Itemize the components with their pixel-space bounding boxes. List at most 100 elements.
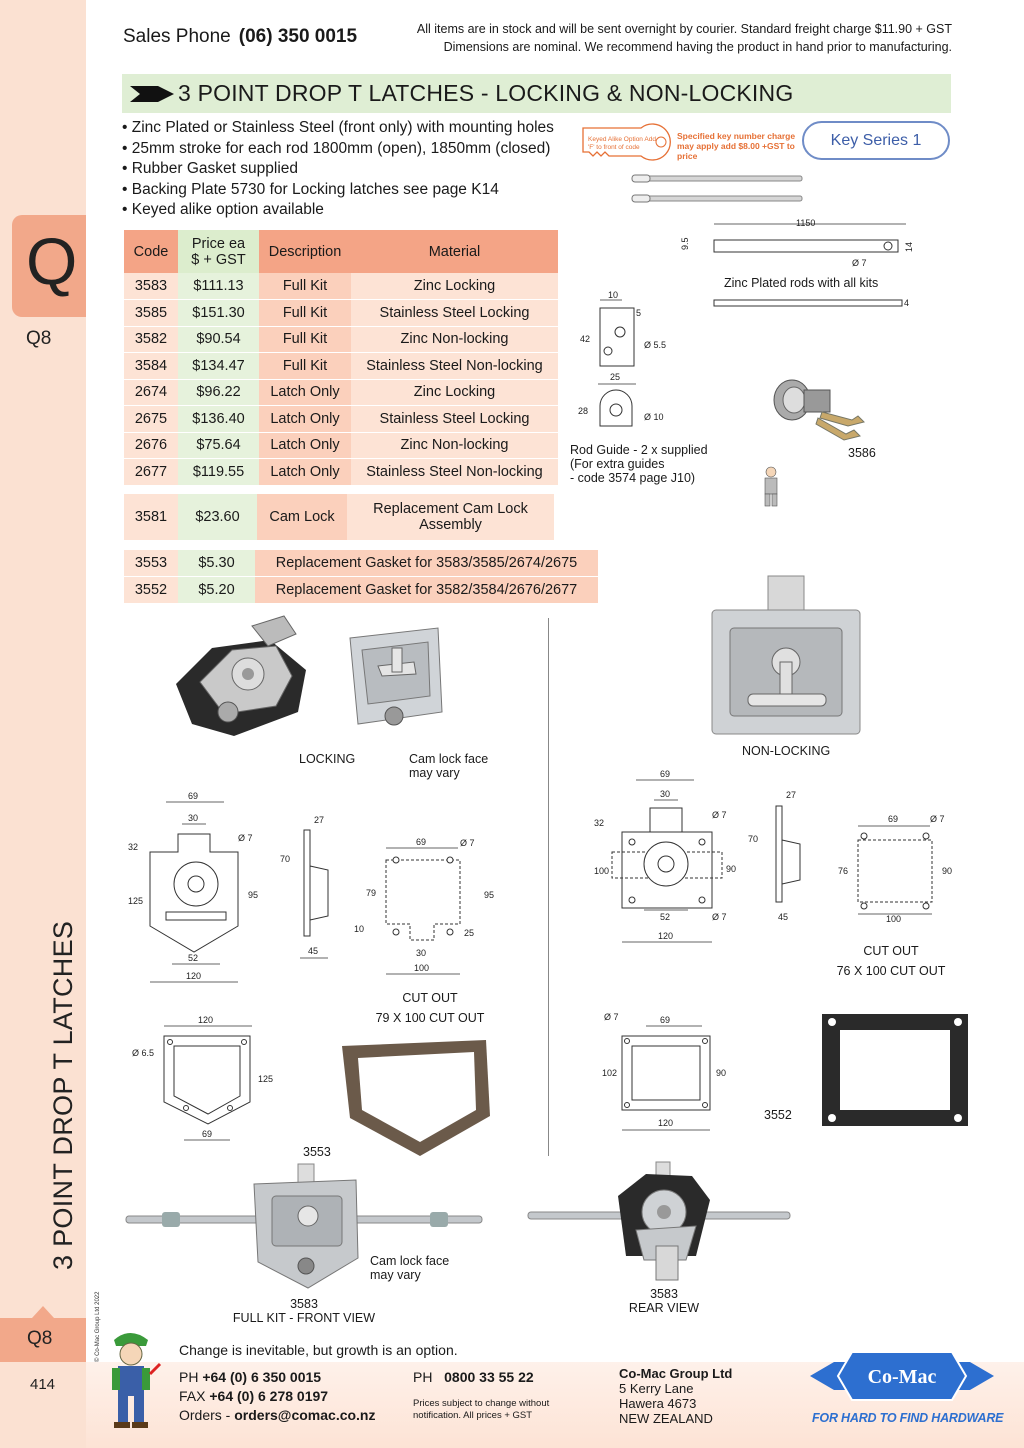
table-header-row: Code Price ea$ + GST Description Materia…	[124, 230, 558, 273]
sales-phone: Sales Phone (06) 350 0015	[123, 26, 357, 48]
footer-address: Co-Mac Group Ltd 5 Kerry Lane Hawera 467…	[619, 1366, 732, 1426]
cell-code: 3581	[124, 494, 178, 540]
rod-guide-caption-line2: (For extra guides	[570, 457, 665, 471]
cell-description: Replacement Gasket for 3582/3584/2676/26…	[255, 576, 598, 604]
dim-30: 30	[188, 813, 198, 823]
nl-cut-76: 76	[838, 866, 848, 876]
full-kit-rear-label: REAR VIEW	[628, 1301, 700, 1315]
cell-description: Latch Only	[259, 405, 351, 433]
cell-material: Stainless Steel Locking	[351, 405, 558, 433]
cell-material-line1: Replacement Cam Lock	[373, 501, 528, 517]
gasket-3553-h125: 125	[258, 1074, 273, 1084]
gasket-3552-drawing: Ø 7 69 102 90 120	[602, 1012, 726, 1131]
nl-dim-70: 70	[748, 834, 758, 844]
cell-code: 3585	[124, 299, 178, 327]
cam-face-note-2: Cam lock face may vary	[370, 1254, 449, 1282]
dim-45: 45	[308, 946, 318, 956]
nl-cut-out-title: CUT OUT	[863, 944, 919, 958]
gasket-3552-w120: 120	[658, 1118, 673, 1128]
nl-cut-100: 100	[886, 914, 901, 924]
footer-tagline: Change is inevitable, but growth is an o…	[179, 1342, 458, 1358]
nl-dim-30: 30	[660, 789, 670, 799]
non-locking-latch-drawing: 69 30 Ø 7 32 100 70 90 52 Ø 7 120 27 45 …	[594, 769, 952, 943]
rod-hole: Ø 7	[852, 258, 867, 268]
shipping-notice: All items are in stock and will be sent …	[417, 20, 952, 56]
nl-dim-120: 120	[658, 931, 673, 941]
guide-right-dim: 5	[636, 308, 641, 318]
section-code: Q8	[26, 328, 52, 349]
full-kit-rear-photo	[527, 1161, 791, 1281]
footer-fax: +64 (0) 6 278 0197	[209, 1388, 329, 1404]
footer-fax-line: FAX +64 (0) 6 278 0197	[179, 1387, 376, 1406]
dim-120: 120	[186, 971, 201, 981]
cam-face-note-line2: may vary	[409, 766, 460, 780]
nl-cut-90: 90	[942, 866, 952, 876]
rod-thickness: 4	[904, 298, 909, 308]
cell-material: Zinc Non-locking	[351, 326, 558, 353]
key-series-button[interactable]: Key Series 1	[802, 121, 950, 160]
cell-material-line2: Assembly	[419, 517, 482, 533]
footer-phone-line: PH +64 (0) 6 350 0015	[179, 1368, 376, 1387]
cell-price: $96.22	[178, 379, 259, 406]
full-kit-front-code: 3583	[290, 1297, 318, 1311]
cut-25: 25	[464, 928, 474, 938]
cut-hole: Ø 7	[460, 838, 475, 848]
sales-label: Sales Phone	[123, 26, 231, 47]
footer-orders-email[interactable]: orders@comac.co.nz	[234, 1407, 376, 1423]
cell-material: Zinc Locking	[351, 273, 558, 300]
cell-price: $5.30	[178, 550, 255, 577]
cell-code: 2677	[124, 458, 178, 486]
header-price: Price ea$ + GST	[178, 230, 259, 273]
cell-material: Zinc Non-locking	[351, 432, 558, 459]
price-table: Code Price ea$ + GST Description Materia…	[124, 230, 558, 486]
header-material: Material	[351, 230, 558, 273]
footer-prices-note-line2: notification. All prices + GST	[413, 1410, 533, 1421]
gasket-3553-code: 3553	[303, 1145, 331, 1159]
dim-hole: Ø 7	[238, 833, 253, 843]
header-price-line2: $ + GST	[191, 251, 246, 268]
footer-fax-label: FAX	[179, 1388, 206, 1404]
nl-dim-100: 100	[594, 866, 609, 876]
nl-cut-out-label: CUT OUT 76 X 100 CUT OUT	[830, 941, 952, 981]
sales-number: (06) 350 0015	[238, 26, 358, 47]
rod-guide-caption-line1: Rod Guide - 2 x supplied	[570, 443, 708, 457]
footer-orders-label: Orders -	[179, 1407, 231, 1423]
keyed-alike-text: Keyed Alike Option Add 'F' to front of c…	[588, 136, 656, 151]
header-description: Description	[259, 230, 351, 273]
nl-dim-hole2: Ø 7	[712, 912, 727, 922]
footer-phone: +64 (0) 6 350 0015	[202, 1369, 322, 1385]
dim-69: 69	[188, 791, 198, 801]
cam-face-note-2-line2: may vary	[370, 1268, 421, 1282]
footer-ph2-label: PH	[413, 1369, 433, 1385]
bottom-tab: Q8	[0, 1306, 86, 1362]
full-kit-front-photo	[125, 1163, 483, 1289]
nl-dim-hole: Ø 7	[712, 810, 727, 820]
footer-orders-line: Orders - orders@comac.co.nz	[179, 1406, 376, 1425]
footer-prices-note: Prices subject to change without notific…	[413, 1398, 549, 1422]
vertical-divider	[548, 618, 549, 1156]
cut-69: 69	[416, 837, 426, 847]
full-kit-rear-code: 3583	[650, 1287, 678, 1301]
cell-price: $111.13	[178, 273, 259, 300]
header-price-line1: Price ea	[191, 235, 246, 252]
section-title: 3 POINT DROP T LATCHES - LOCKING & NON-L…	[178, 80, 794, 106]
gasket-3552-h102: 102	[602, 1068, 617, 1078]
feature-item: Zinc Plated or Stainless Steel (front on…	[122, 118, 554, 139]
table-row: 3581 $23.60 Cam Lock Replacement Cam Loc…	[124, 494, 554, 540]
locking-latch-face-photo	[349, 627, 443, 726]
cell-code: 3583	[124, 273, 178, 300]
cut-30: 30	[416, 948, 426, 958]
mascot-icon	[764, 466, 778, 507]
rod-guide-caption: Rod Guide - 2 x supplied (For extra guid…	[570, 443, 708, 485]
nl-dim-32: 32	[594, 818, 604, 828]
rod-length: 1150	[796, 218, 815, 228]
gasket-3553-w120: 120	[198, 1015, 213, 1025]
cell-price: $151.30	[178, 299, 259, 327]
cell-material: Stainless Steel Locking	[351, 299, 558, 327]
cam-face-note-2-line1: Cam lock face	[370, 1254, 450, 1268]
cell-description: Full Kit	[259, 352, 351, 380]
